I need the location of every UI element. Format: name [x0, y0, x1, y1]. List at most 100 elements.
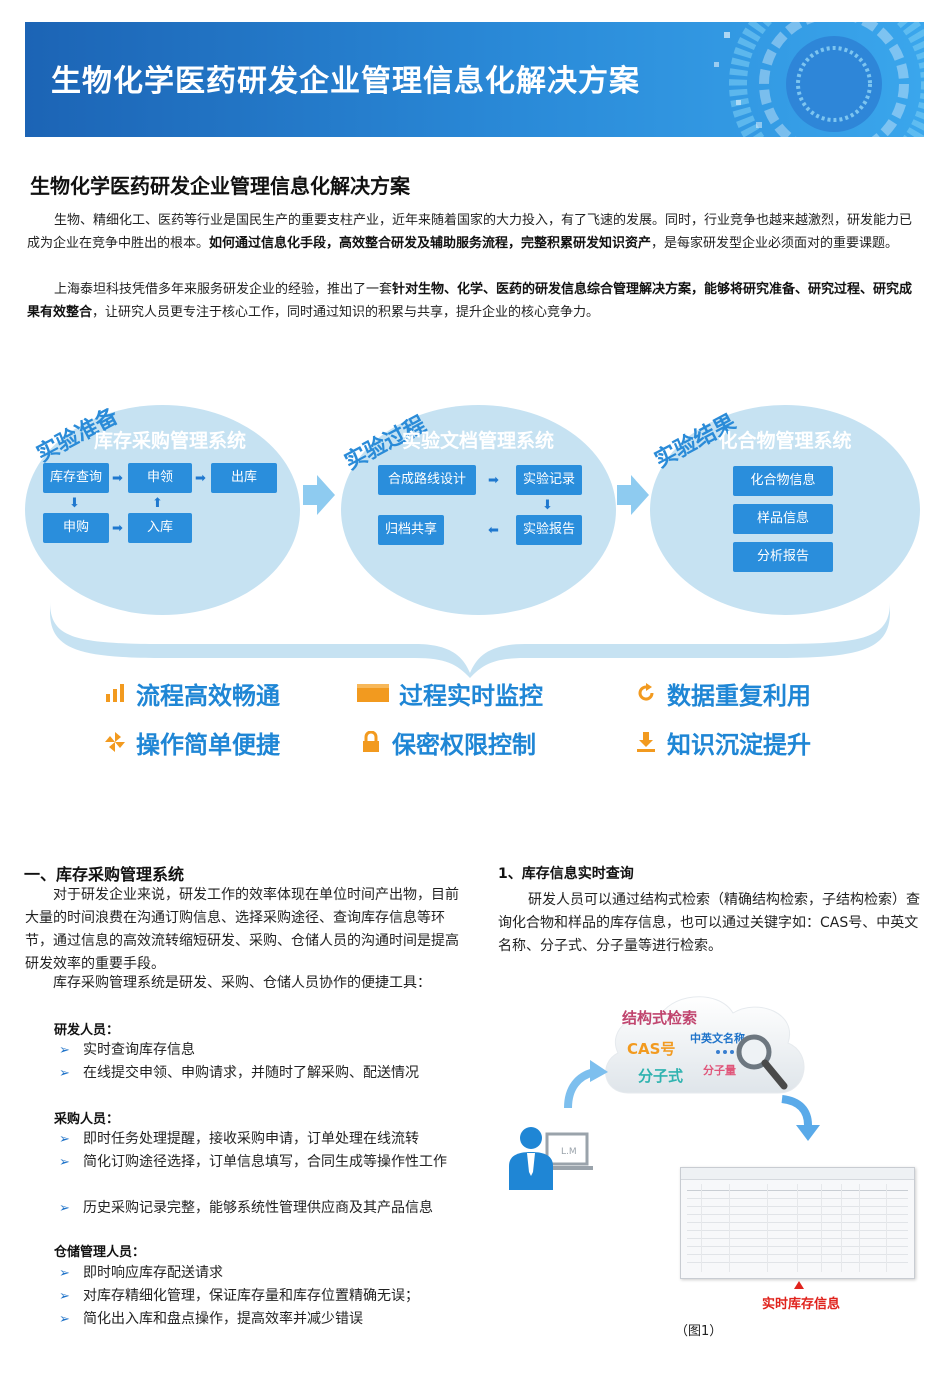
list-item: ➢ 简化出入库和盘点操作，提高效率并减少错误: [57, 1308, 457, 1331]
big-arrow-icon: [617, 475, 649, 515]
intro-heading: 生物化学医药研发企业管理信息化解决方案: [30, 174, 410, 198]
chevron-right-icon: ➢: [59, 1043, 70, 1058]
arrow-right-icon: ➡: [112, 521, 123, 536]
list-item-text: 简化出入库和盘点操作，提高效率并减少错误: [83, 1311, 363, 1327]
feature-easy: 操作简单便捷: [102, 724, 280, 760]
list-item-text: 实时查询库存信息: [83, 1042, 195, 1058]
system-title-compound: 化合物管理系统: [718, 430, 852, 452]
arrow-right-icon: ➡: [112, 471, 123, 486]
list-item: ➢ 历史采购记录完整，能够系统性管理供应商及其产品信息: [57, 1197, 457, 1220]
section-title-inventory: 一、库存采购管理系统: [24, 865, 185, 884]
section-paragraph-1: 对于研发企业来说，研发工作的效率体现在单位时间产出物，目前大量的时间浪费在沟通订…: [25, 887, 459, 972]
system-title-inventory: 库存采购管理系统: [93, 430, 246, 452]
node-purchase: 申购: [43, 513, 109, 543]
feature-label: 流程高效畅通: [136, 681, 280, 710]
node-analysis-report: 分析报告: [733, 542, 833, 572]
lock-icon: [358, 729, 384, 755]
ellipse-inventory: [25, 405, 300, 615]
svg-text:L.M: L.M: [561, 1147, 577, 1157]
intro-p2-text: 上海泰坦科技凭借多年来服务研发企业的经验，推出了一套: [54, 282, 393, 297]
feature-label: 操作简单便捷: [136, 730, 280, 759]
screenshot-toolbar: [681, 1168, 914, 1180]
node-apply: 申领: [128, 463, 192, 493]
feature-label: 知识沉淀提升: [667, 730, 811, 759]
node-exp-report: 实验报告: [516, 515, 582, 545]
chevron-right-icon: ➢: [59, 1201, 70, 1216]
node-route-design: 合成路线设计: [378, 465, 476, 495]
bar-chart-icon: [102, 680, 128, 706]
feature-label: 保密权限控制: [392, 730, 536, 759]
list-item-text: 简化订购途径选择，订单信息填写，合同生成等操作性工作: [83, 1154, 447, 1170]
list-item-text: 在线提交申领、申购请求，并随时了解采购、配送情况: [83, 1065, 419, 1081]
list-item: ➢ 简化订购途径选择，订单信息填写，合同生成等操作性工作: [57, 1151, 447, 1174]
chevron-right-icon: ➢: [59, 1132, 70, 1147]
cloud-word-formula: 分子式: [638, 1067, 684, 1085]
node-out: 出库: [211, 463, 277, 493]
workflow-diagram: 实验准备 实验过程 实验结果 库存采购管理系统 实验文档管理系统 化合物管理系统…: [0, 370, 950, 690]
feature-permission: 保密权限控制: [358, 724, 536, 760]
intro-p1-bold: 如何通过信息化手段，高效整合研发及辅助服务流程，完整积累研发知识资产: [209, 236, 652, 251]
arrow-down-icon: ⬇: [69, 496, 80, 511]
list-item: ➢ 对库存精细化管理，保证库存量和库存位置精确无误；: [57, 1285, 457, 1308]
subsection-paragraph: 研发人员可以通过结构式检索（精确结构检索，子结构检索）查询化合物和样品的库存信息…: [498, 892, 920, 954]
arrow-right-icon: ➡: [195, 471, 206, 486]
feature-label: 过程实时监控: [399, 681, 543, 710]
section-paragraph-2: 库存采购管理系统是研发、采购、仓储人员协作的便捷工具：: [53, 975, 431, 991]
chevron-right-icon: ➢: [59, 1312, 70, 1327]
refresh-icon: [633, 680, 659, 706]
list-item: ➢ 在线提交申领、申购请求，并随时了解采购、配送情况: [57, 1062, 457, 1085]
inventory-screenshot: [680, 1167, 915, 1279]
cloud-word-name: 中英文名称: [690, 1032, 745, 1045]
user-computer-icon: L.M: [509, 1127, 593, 1190]
feature-reuse: 数据重复利用: [633, 675, 811, 711]
intro-p1-text: 生物、精细化工、医药等行业是国民生产的重要支柱产业，近年来随着国家的大力投入，有…: [27, 213, 913, 251]
chevron-right-icon: ➢: [59, 1266, 70, 1281]
arrow-left-icon: ⬅: [488, 523, 499, 538]
feature-knowledge: 知识沉淀提升: [633, 724, 811, 760]
list-item-text: 历史采购记录完整，能够系统性管理供应商及其产品信息: [83, 1200, 433, 1216]
node-inventory-query: 库存查询: [43, 463, 109, 493]
node-compound-info: 化合物信息: [733, 466, 833, 496]
node-sample-info: 样品信息: [733, 504, 833, 534]
curved-arrow-icon: [781, 1095, 820, 1141]
monitor-icon: [355, 680, 391, 706]
chevron-right-icon: ➢: [59, 1155, 70, 1170]
ellipse-document: [341, 405, 616, 615]
intro-p2-bold: 针对生物、化学、医药的研发信息综合管理解决方案，能够将研究准备、研究过程、研究成…: [27, 282, 913, 320]
chevron-right-icon: ➢: [59, 1289, 70, 1304]
cloud-word-cas: CAS号: [627, 1040, 676, 1058]
role-title-warehouse: 仓储管理人员：: [54, 1245, 146, 1260]
feature-flow: 流程高效畅通: [102, 675, 280, 711]
arrow-up-icon: ⬆: [152, 496, 163, 511]
feature-monitor: 过程实时监控: [355, 675, 543, 711]
banner-title: 生物化学医药研发企业管理信息化解决方案: [51, 64, 640, 99]
triangle-up-icon: [794, 1281, 804, 1289]
list-item-text: 即时响应库存配送请求: [83, 1265, 223, 1281]
curved-arrow-icon: [564, 1060, 608, 1109]
system-title-document: 实验文档管理系统: [401, 430, 554, 452]
download-icon: [633, 729, 659, 755]
intro-paragraph-1: 生物、精细化工、医药等行业是国民生产的重要支柱产业，近年来随着国家的大力投入，有…: [27, 209, 920, 255]
big-arrow-icon: [303, 475, 335, 515]
intro-p1-tail: ，是每家研发型企业必须面对的重要课题。: [651, 236, 899, 251]
list-item: ➢ 即时响应库存配送请求: [57, 1262, 457, 1285]
list-item: ➢ 实时查询库存信息: [57, 1039, 457, 1062]
arrow-down-icon: ⬇: [542, 498, 553, 513]
chevron-right-icon: ➢: [59, 1066, 70, 1081]
magnifier-icon: [716, 1034, 788, 1090]
figure-caption: （图1）: [675, 1324, 723, 1339]
list-item: ➢ 即时任务处理提醒，接收采购申请，订单处理在线流转: [57, 1128, 457, 1151]
node-archive: 归档共享: [378, 515, 444, 545]
banner-decoration: [714, 22, 924, 137]
list-item-text: 即时任务处理提醒，接收采购申请，订单处理在线流转: [83, 1131, 419, 1147]
list-item-text: 对库存精细化管理，保证库存量和库存位置精确无误；: [83, 1288, 419, 1304]
role-title-purchasing: 采购人员：: [54, 1112, 120, 1127]
summary-brace: [50, 602, 890, 678]
cloud-word-weight: 分子量: [703, 1064, 736, 1077]
pinwheel-icon: [102, 729, 128, 755]
feature-label: 数据重复利用: [667, 681, 811, 710]
arrow-right-icon: ➡: [488, 473, 499, 488]
intro-paragraph-2: 上海泰坦科技凭借多年来服务研发企业的经验，推出了一套针对生物、化学、医药的研发信…: [27, 278, 920, 324]
node-exp-record: 实验记录: [516, 465, 582, 495]
intro-p2-tail: ，让研究人员更专注于核心工作，同时通过知识的积累与共享，提升企业的核心竞争力。: [92, 305, 600, 320]
